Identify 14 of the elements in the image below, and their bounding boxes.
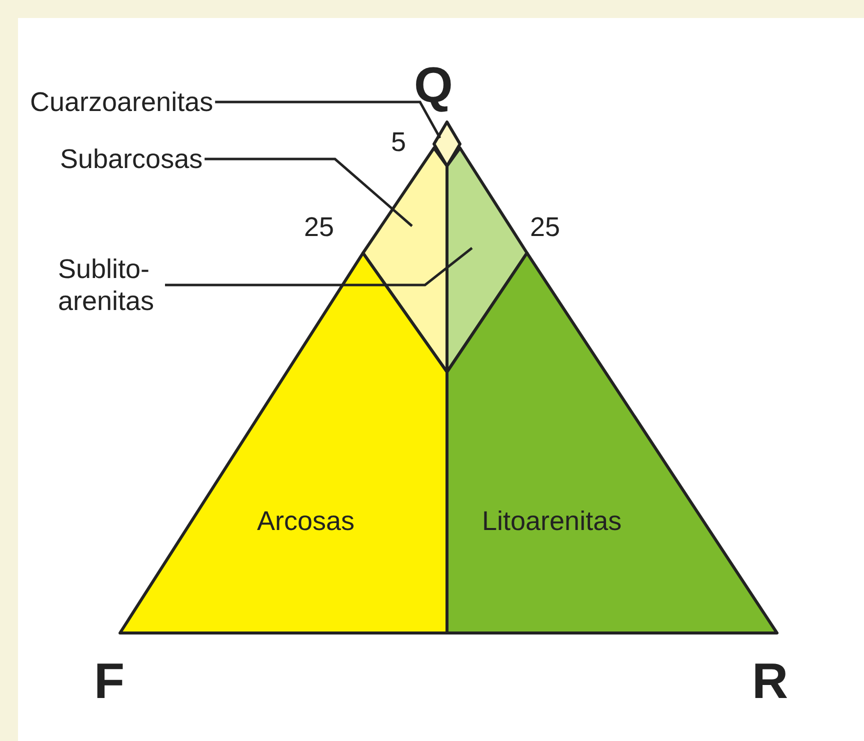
leader-line [165,247,473,286]
leader-line [204,158,413,227]
field-label: Arcosas [257,505,355,537]
class-label: Subarcosas [60,143,203,175]
percent-label: 5 [391,126,406,158]
percent-label: 25 [530,211,560,243]
vertex-label: Q [414,56,453,114]
class-label: Sublito- arenitas [58,253,163,317]
vertex-label: R [752,652,788,710]
class-label: Cuarzoarenitas [30,86,214,118]
vertex-label: F [94,652,125,710]
percent-label: 25 [304,211,334,243]
field-label: Litoarenitas [482,505,622,537]
leader-line [215,100,442,139]
